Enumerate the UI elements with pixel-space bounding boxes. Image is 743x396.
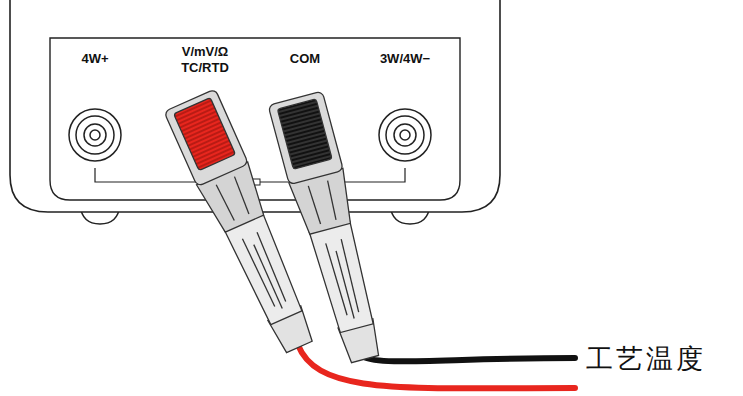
- terminal-label: 4W+: [63, 51, 127, 67]
- terminal-label: 3W/4W−: [368, 51, 442, 67]
- terminal-label: V/mV/Ω TC/RTD: [170, 44, 240, 75]
- terminal-label: COM: [273, 51, 337, 67]
- signal-label: 工艺温度: [586, 343, 706, 375]
